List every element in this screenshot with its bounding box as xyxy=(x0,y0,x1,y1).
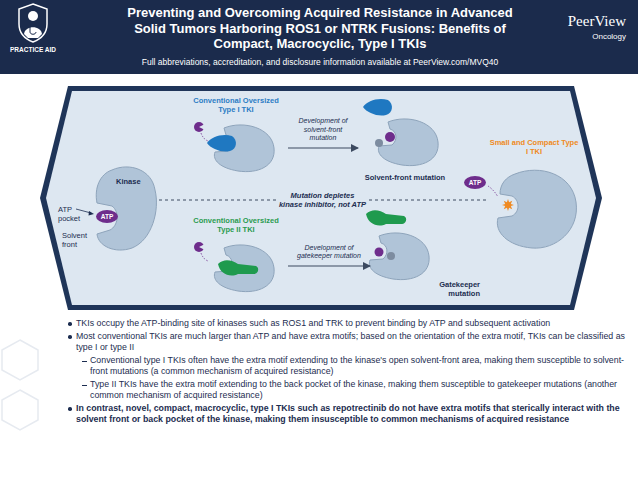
kinase-shape xyxy=(214,245,274,292)
label-text: PeerView xyxy=(530,13,626,30)
node-heading: Kinase xyxy=(116,177,141,186)
bullet-holder: TKIs occupy the ATP-binding site of kina… xyxy=(76,318,628,329)
edge-label-holder: Development of solvent-front mutation xyxy=(289,116,357,144)
type2-inhibitor xyxy=(366,210,406,225)
bullet-dash xyxy=(82,385,87,386)
title-text: Preventing and Overcoming Acquired Resis… xyxy=(110,5,530,52)
type2-kinase xyxy=(214,245,274,292)
kinase-shape xyxy=(497,170,576,248)
atp-circle: ATP xyxy=(96,210,118,223)
label-holder: ATP pocket xyxy=(58,205,92,223)
bullet-dot xyxy=(68,407,72,411)
bullet-text: TKIs occupy the ATP-binding site of kina… xyxy=(76,318,628,329)
edge-label: Development of solvent-front mutation xyxy=(289,116,357,144)
atp-circle: ATP xyxy=(464,176,486,189)
doctor-body xyxy=(24,27,42,38)
type2-inhibitor xyxy=(218,260,258,275)
title-holder: Preventing and Overcoming Acquired Resis… xyxy=(110,5,530,52)
kinase-shape xyxy=(369,233,429,280)
type1-inhibitor xyxy=(363,99,392,116)
label-holder: PeerView xyxy=(530,13,626,30)
label-holder: Solvent front xyxy=(62,231,94,249)
label-holder: Oncology xyxy=(530,32,626,42)
bullet-dash xyxy=(82,361,87,362)
atp-molecule xyxy=(385,132,395,142)
kinase-shape xyxy=(214,125,274,172)
bullet-holder: Type II TKIs have the extra motif extend… xyxy=(90,379,628,401)
edge-label: Development of gatekeeper mutation xyxy=(295,243,363,262)
sub-bullet-text: Type II TKIs have the extra motif extend… xyxy=(90,379,628,401)
node-heading: Gatekeeper mutation xyxy=(428,280,480,298)
leader-arrowhead xyxy=(89,211,95,216)
bullet-holder: Most conventional TKIs are much larger t… xyxy=(76,331,628,353)
label-holder: PRACTICE AID xyxy=(4,46,62,54)
atp-molecule xyxy=(194,122,204,132)
arrow-connector xyxy=(288,147,358,148)
bullet-text: Most conventional TKIs are much larger t… xyxy=(76,331,628,353)
bullet-text: In contrast, novel, compact, macrocyclic… xyxy=(76,403,628,425)
compact-kinase xyxy=(497,170,576,248)
panel-frame xyxy=(40,86,602,310)
gatekeeper-mutation-mark xyxy=(387,252,395,260)
panel-ground xyxy=(46,91,596,305)
type1-inhibitor xyxy=(207,135,236,152)
kinase-node: Solvent-front mutation xyxy=(360,96,450,182)
displaced-inhibitor xyxy=(366,210,406,225)
binding-arrow xyxy=(201,133,208,141)
bullet-holder: Conventional type I TKIs often have the … xyxy=(90,355,628,377)
binding-arrow xyxy=(201,253,208,261)
solvent-front-mutation-mark xyxy=(375,139,383,147)
label-holder: Full abbreviations, accreditation, and d… xyxy=(80,57,560,67)
label-text: PRACTICE AID xyxy=(4,46,62,54)
node-heading: Small and Compact Type I TKI xyxy=(488,138,580,156)
atp-molecule xyxy=(194,242,204,252)
atp-label: ATP xyxy=(101,213,114,220)
atp-notch xyxy=(199,124,205,130)
atp-notch xyxy=(199,244,205,250)
label-text: ATP pocket xyxy=(58,205,92,223)
edge-label: Mutation depletes kinase inhibitor, not … xyxy=(277,190,369,210)
hex-decoration xyxy=(2,390,38,430)
kinase-node: KinaseATP xyxy=(95,168,157,250)
binding-arrow xyxy=(488,186,498,197)
kinase-shape xyxy=(96,167,156,250)
edge-label-holder: Mutation depletes kinase inhibitor, not … xyxy=(277,190,369,211)
label-text: Full abbreviations, accreditation, and d… xyxy=(80,57,560,67)
node-heading: Conventional Oversized Type I TKI xyxy=(186,96,286,114)
hex-decoration xyxy=(2,340,38,380)
stethoscope xyxy=(30,27,36,34)
atp-label: ATP xyxy=(469,179,482,186)
gatekeeper-kinase xyxy=(369,233,429,280)
displaced-inhibitor xyxy=(363,99,392,116)
bullet-holder: In contrast, novel, compact, macrocyclic… xyxy=(76,403,628,425)
header-band xyxy=(0,0,638,74)
kinase-node: Small and Compact Type I TKI xyxy=(488,138,580,252)
arrow-connector xyxy=(288,265,370,266)
label-text: Solvent front xyxy=(62,231,94,249)
sub-bullet-text: Conventional type I TKIs often have the … xyxy=(90,355,628,377)
node-heading: Solvent-front mutation xyxy=(365,173,445,182)
atp-molecule xyxy=(375,248,384,257)
compact-inhibitor xyxy=(502,199,514,211)
bullet-dot xyxy=(68,335,72,339)
kinase-shape xyxy=(378,119,438,166)
node-heading: Conventional Oversized Type II TKI xyxy=(186,216,286,234)
mutated-kinase xyxy=(375,119,438,166)
badge-shield xyxy=(19,4,47,42)
label-text: Oncology xyxy=(530,32,626,42)
kinase-node: Conventional Oversized Type I TKI xyxy=(186,96,286,174)
edge-label-holder: Development of gatekeeper mutation xyxy=(295,243,363,263)
bullet-dot xyxy=(68,322,72,326)
leader-line xyxy=(76,209,91,213)
kinase-node: Conventional Oversized Type II TKI xyxy=(186,216,286,298)
doctor-head xyxy=(28,11,38,21)
kinase-node: Gatekeeper mutation xyxy=(372,222,480,298)
